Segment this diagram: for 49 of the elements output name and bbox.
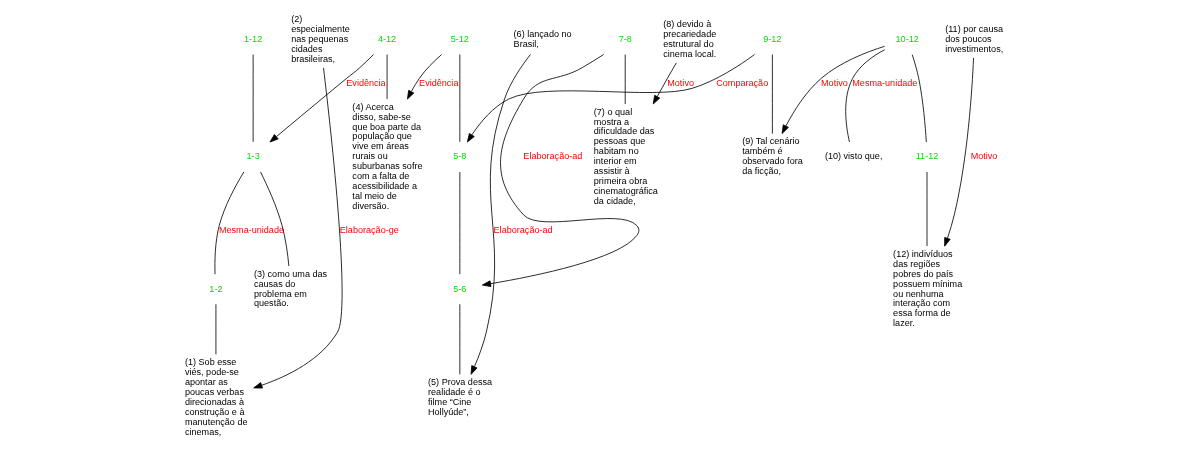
edge-label: Elaboração-ad xyxy=(493,224,553,235)
connector xyxy=(771,54,773,135)
edge-label: Motivo xyxy=(970,151,997,162)
edge-label: Elaboração-ad xyxy=(522,151,582,162)
connector xyxy=(624,54,626,105)
arrow xyxy=(481,54,639,287)
node-text: (7) o qual mostra a dificuldade das pessoas que habitam no interior em assistir à primeira obra cinematográfica da cidade, xyxy=(593,106,658,206)
edge-label: Mesma-unidade xyxy=(218,224,284,235)
node-text: (2) especialmente nas pequenas cidades brasileiras, xyxy=(290,14,350,64)
node-text: 5-6 xyxy=(452,283,466,294)
connector xyxy=(214,171,244,275)
edge-label: Evidência xyxy=(345,77,386,88)
arrow xyxy=(470,54,531,375)
arrow xyxy=(943,57,974,247)
connector xyxy=(911,54,927,143)
edge-label: Comparação xyxy=(715,77,768,88)
node-text: (10) visto que, xyxy=(824,151,882,162)
edge-label: Motivo xyxy=(666,77,694,88)
connector xyxy=(259,171,289,267)
node-text: 1-12 xyxy=(243,33,262,44)
node-text: 5-12 xyxy=(450,33,469,44)
node-text: 7-8 xyxy=(618,33,632,44)
arrow xyxy=(406,54,442,100)
node-text: (8) devido à precariedade estrutural do cinema local. xyxy=(662,18,716,59)
node-text: 1-3 xyxy=(246,151,260,162)
node-text: (5) Prova dessa realidade é o filme “Cine Hollyúde”, xyxy=(427,377,492,417)
node-text: (12) indivíduos das regiões pobres do país possuem mínima ou nenhuma interação com essa forma de lazer. xyxy=(892,248,962,329)
arrow xyxy=(269,54,374,143)
node-text: 9-12 xyxy=(762,33,781,44)
node-text: (3) como uma das causas do problema em questão. xyxy=(253,268,327,309)
edge-label: Motivo xyxy=(820,77,848,88)
node-text: (11) por causa dos poucos investimentos, xyxy=(944,23,1003,54)
node-text: 4-12 xyxy=(377,33,396,44)
node-text: 10-12 xyxy=(895,33,919,44)
arrow xyxy=(466,54,755,143)
arrow xyxy=(652,62,677,105)
edge-label: Mesma-unidade xyxy=(851,77,917,88)
connector xyxy=(844,49,885,143)
node-text: (4) Acerca disso, sabe-se que boa parte da população que vive em áreas rurais ou suburbanas sofre com a falta de acessibilidade a tal meio de diversão. xyxy=(351,101,423,211)
edge-label: Elaboração-ge xyxy=(339,224,399,235)
arrow xyxy=(781,45,885,134)
node-text: (9) Tal cenário também é observado fora da ficção, xyxy=(741,136,803,177)
edge-label: Evidência xyxy=(418,77,458,88)
node-text: 5-8 xyxy=(452,151,466,162)
node-text: 1-2 xyxy=(208,283,222,294)
node-text: 11-12 xyxy=(915,151,938,162)
arrow xyxy=(252,67,342,389)
node-text: (1) Sob esse viés, pode-se apontar as poucas verbas direcionadas à construção e à manutenção de cinemas, xyxy=(184,357,248,437)
node-text: (6) lançado no Brasil, xyxy=(513,28,572,49)
